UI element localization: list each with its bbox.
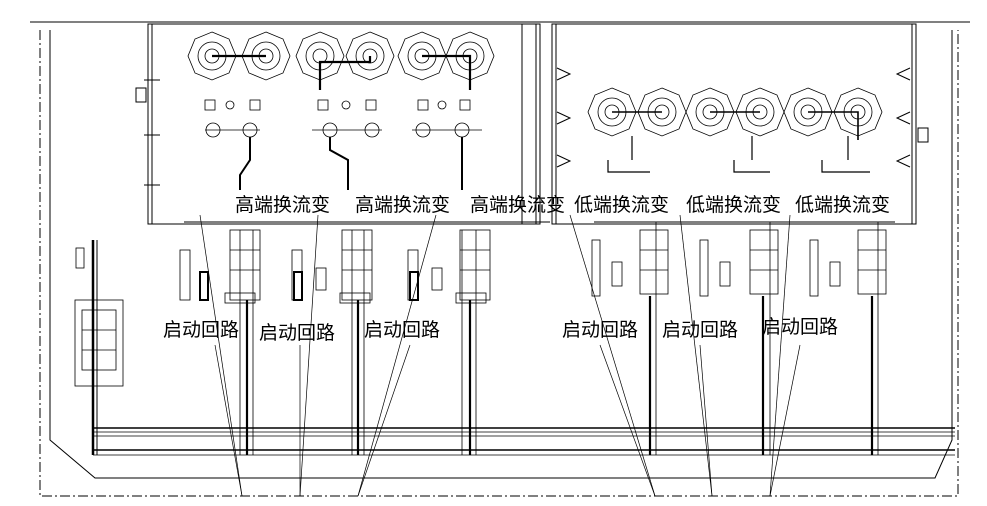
- low-converter-label-1: 低端换流变: [574, 194, 670, 216]
- high-hall-equipment: [204, 99, 482, 138]
- leader-lines: [199, 214, 801, 497]
- low-converter-label-3: 低端换流变: [795, 194, 891, 216]
- high-converter-label-1: 高端换流变: [235, 194, 331, 216]
- high-converter-label-2: 高端换流变: [355, 194, 451, 216]
- high-converter-label-3: 高端换流变: [470, 194, 566, 216]
- high-end-converter-hall: [135, 23, 541, 225]
- start-circuit-label-2: 启动回路: [259, 322, 336, 344]
- start-circuit-label-6: 启动回路: [762, 316, 839, 338]
- start-circuit-label-4: 启动回路: [562, 319, 639, 341]
- low-converter-label-2: 低端换流变: [686, 194, 782, 216]
- low-end-converter-hall: [551, 23, 929, 225]
- cable-trench: [93, 427, 955, 456]
- start-circuit-label-5: 启动回路: [662, 319, 739, 341]
- start-circuit-label-1: 启动回路: [163, 319, 240, 341]
- start-circuit-equipment: [179, 229, 887, 304]
- start-circuit-label-3: 启动回路: [364, 319, 441, 341]
- entrance-equipment: [74, 247, 124, 387]
